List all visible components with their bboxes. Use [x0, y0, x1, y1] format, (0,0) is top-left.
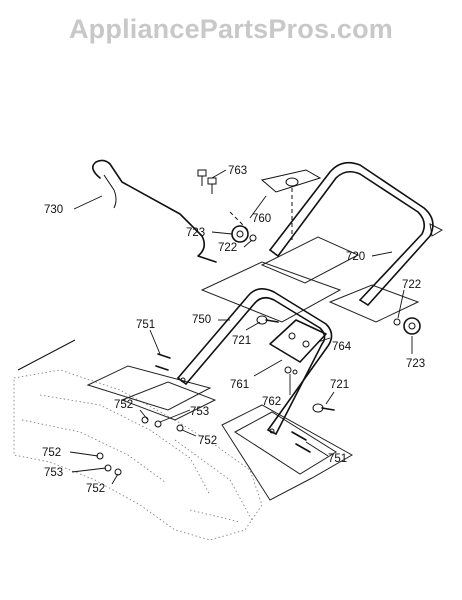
washer-722: [249, 234, 257, 242]
callout-721: 721: [232, 335, 251, 347]
knob-723-right: [393, 317, 421, 335]
plate-hole: [285, 177, 299, 187]
handle-hole: [180, 377, 186, 383]
callout-730: 730: [44, 204, 63, 216]
bolt-751-right: [291, 431, 311, 453]
bracket-764: [269, 319, 327, 363]
callout-762: 762: [262, 396, 281, 408]
callout-723: 723: [186, 227, 205, 239]
plate-right: [328, 284, 420, 323]
upper-handle-720: [269, 161, 434, 306]
bolt-721-upper: [256, 315, 279, 325]
callout-720: 720: [346, 251, 365, 263]
bolt-751-left: [155, 353, 171, 371]
leader-lines: [69, 169, 413, 485]
callout-753: 753: [44, 467, 63, 479]
plate-760: [229, 169, 322, 240]
bracket-hole: [302, 340, 310, 348]
callout-751: 751: [328, 453, 347, 465]
callout-750: 750: [192, 314, 211, 326]
bolt-721-lower: [312, 403, 335, 413]
plate-lower-inner: [234, 411, 337, 475]
callout-752: 752: [42, 447, 61, 459]
mounting-plates: [86, 223, 444, 501]
plate-tab: [429, 223, 444, 237]
callout-752: 752: [198, 435, 217, 447]
callout-761: 761: [230, 379, 249, 391]
callout-760: 760: [252, 213, 271, 225]
callout-763: 763: [228, 165, 247, 177]
plate-left: [86, 365, 212, 411]
mower-deck-outline: [13, 339, 263, 541]
bracket-hole: [288, 332, 296, 340]
callout-labels: 763 730 760 723 722 720 722 723 751 750 …: [42, 165, 425, 495]
bolt-763: [197, 169, 217, 194]
handle-hole: [269, 428, 275, 434]
watermark: AppliancePartsPros.com: [68, 14, 393, 44]
callout-752: 752: [114, 399, 133, 411]
callout-764: 764: [332, 341, 352, 353]
washer-722: [393, 318, 401, 326]
callout-753: 753: [190, 406, 209, 418]
plate-upper: [200, 261, 342, 323]
callout-723: 723: [406, 358, 425, 370]
hardware-762: [284, 366, 298, 375]
plate-top: [260, 236, 360, 284]
callout-722: 722: [218, 242, 237, 254]
plate-lower: [221, 404, 354, 501]
callout-751: 751: [136, 319, 155, 331]
callout-752: 752: [86, 483, 105, 495]
knob-723-left: [231, 225, 257, 243]
deck-edge-line: [17, 339, 76, 371]
control-rod-730: [92, 159, 217, 263]
plate-left-inner: [120, 381, 217, 421]
callout-721: 721: [330, 379, 349, 391]
callout-722: 722: [402, 279, 421, 291]
